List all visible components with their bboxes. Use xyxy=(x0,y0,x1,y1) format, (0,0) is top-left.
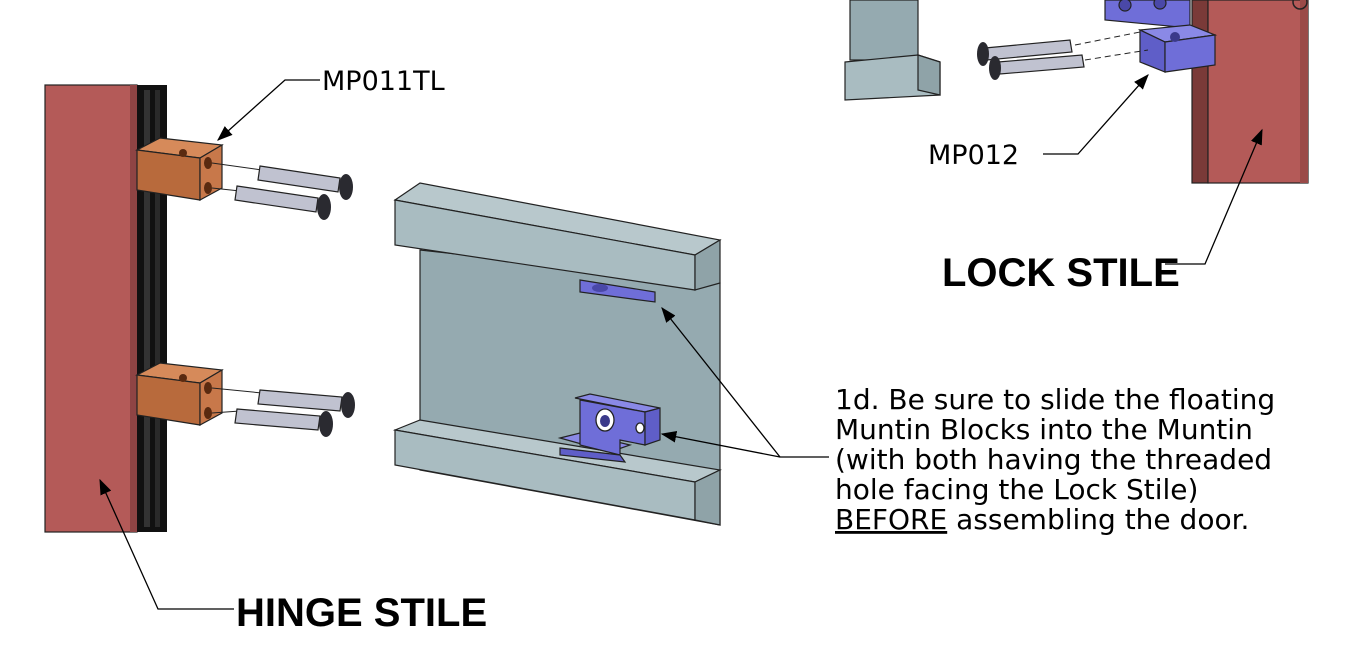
leader-lock-stile xyxy=(1165,128,1263,265)
instruction-emphasis: BEFORE xyxy=(835,503,947,536)
floating-muntin-block xyxy=(557,393,661,463)
instruction-line-5: BEFORE assembling the door. xyxy=(835,503,1249,536)
muntin xyxy=(392,182,722,526)
instruction-tail: assembling the door. xyxy=(947,503,1249,536)
label-mp012: MP012 xyxy=(928,140,1019,171)
instruction-note: 1d. Be sure to slide the floating Muntin… xyxy=(835,383,1275,536)
leader-mp011tl xyxy=(217,79,320,141)
instruction-line-3: (with both having the threaded xyxy=(835,443,1272,476)
lock-stile xyxy=(1191,0,1309,184)
instruction-line-4: hole facing the Lock Stile) xyxy=(835,473,1198,506)
instruction-line-1: 1d. Be sure to slide the floating xyxy=(835,383,1275,416)
mp011tl-block-bottom xyxy=(135,362,224,427)
mp011tl-block-top xyxy=(135,137,224,202)
leader-hinge-stile xyxy=(99,478,234,610)
lock-view-muntin xyxy=(844,0,941,101)
leader-note-bottom-block xyxy=(660,430,781,458)
lock-stile-view xyxy=(844,0,1309,184)
label-lock-stile: LOCK STILE xyxy=(942,251,1180,295)
instruction-line-2: Muntin Blocks into the Muntin xyxy=(835,413,1253,446)
leader-mp012 xyxy=(1043,74,1149,155)
lock-view-screws xyxy=(977,31,1149,80)
hinge-screws-bottom xyxy=(211,387,355,437)
label-hinge-stile: HINGE STILE xyxy=(236,591,487,635)
hinge-stile xyxy=(44,84,167,533)
label-mp011tl: MP011TL xyxy=(322,66,445,97)
mp012-block xyxy=(1104,0,1218,73)
hinge-screws-top xyxy=(211,162,353,220)
